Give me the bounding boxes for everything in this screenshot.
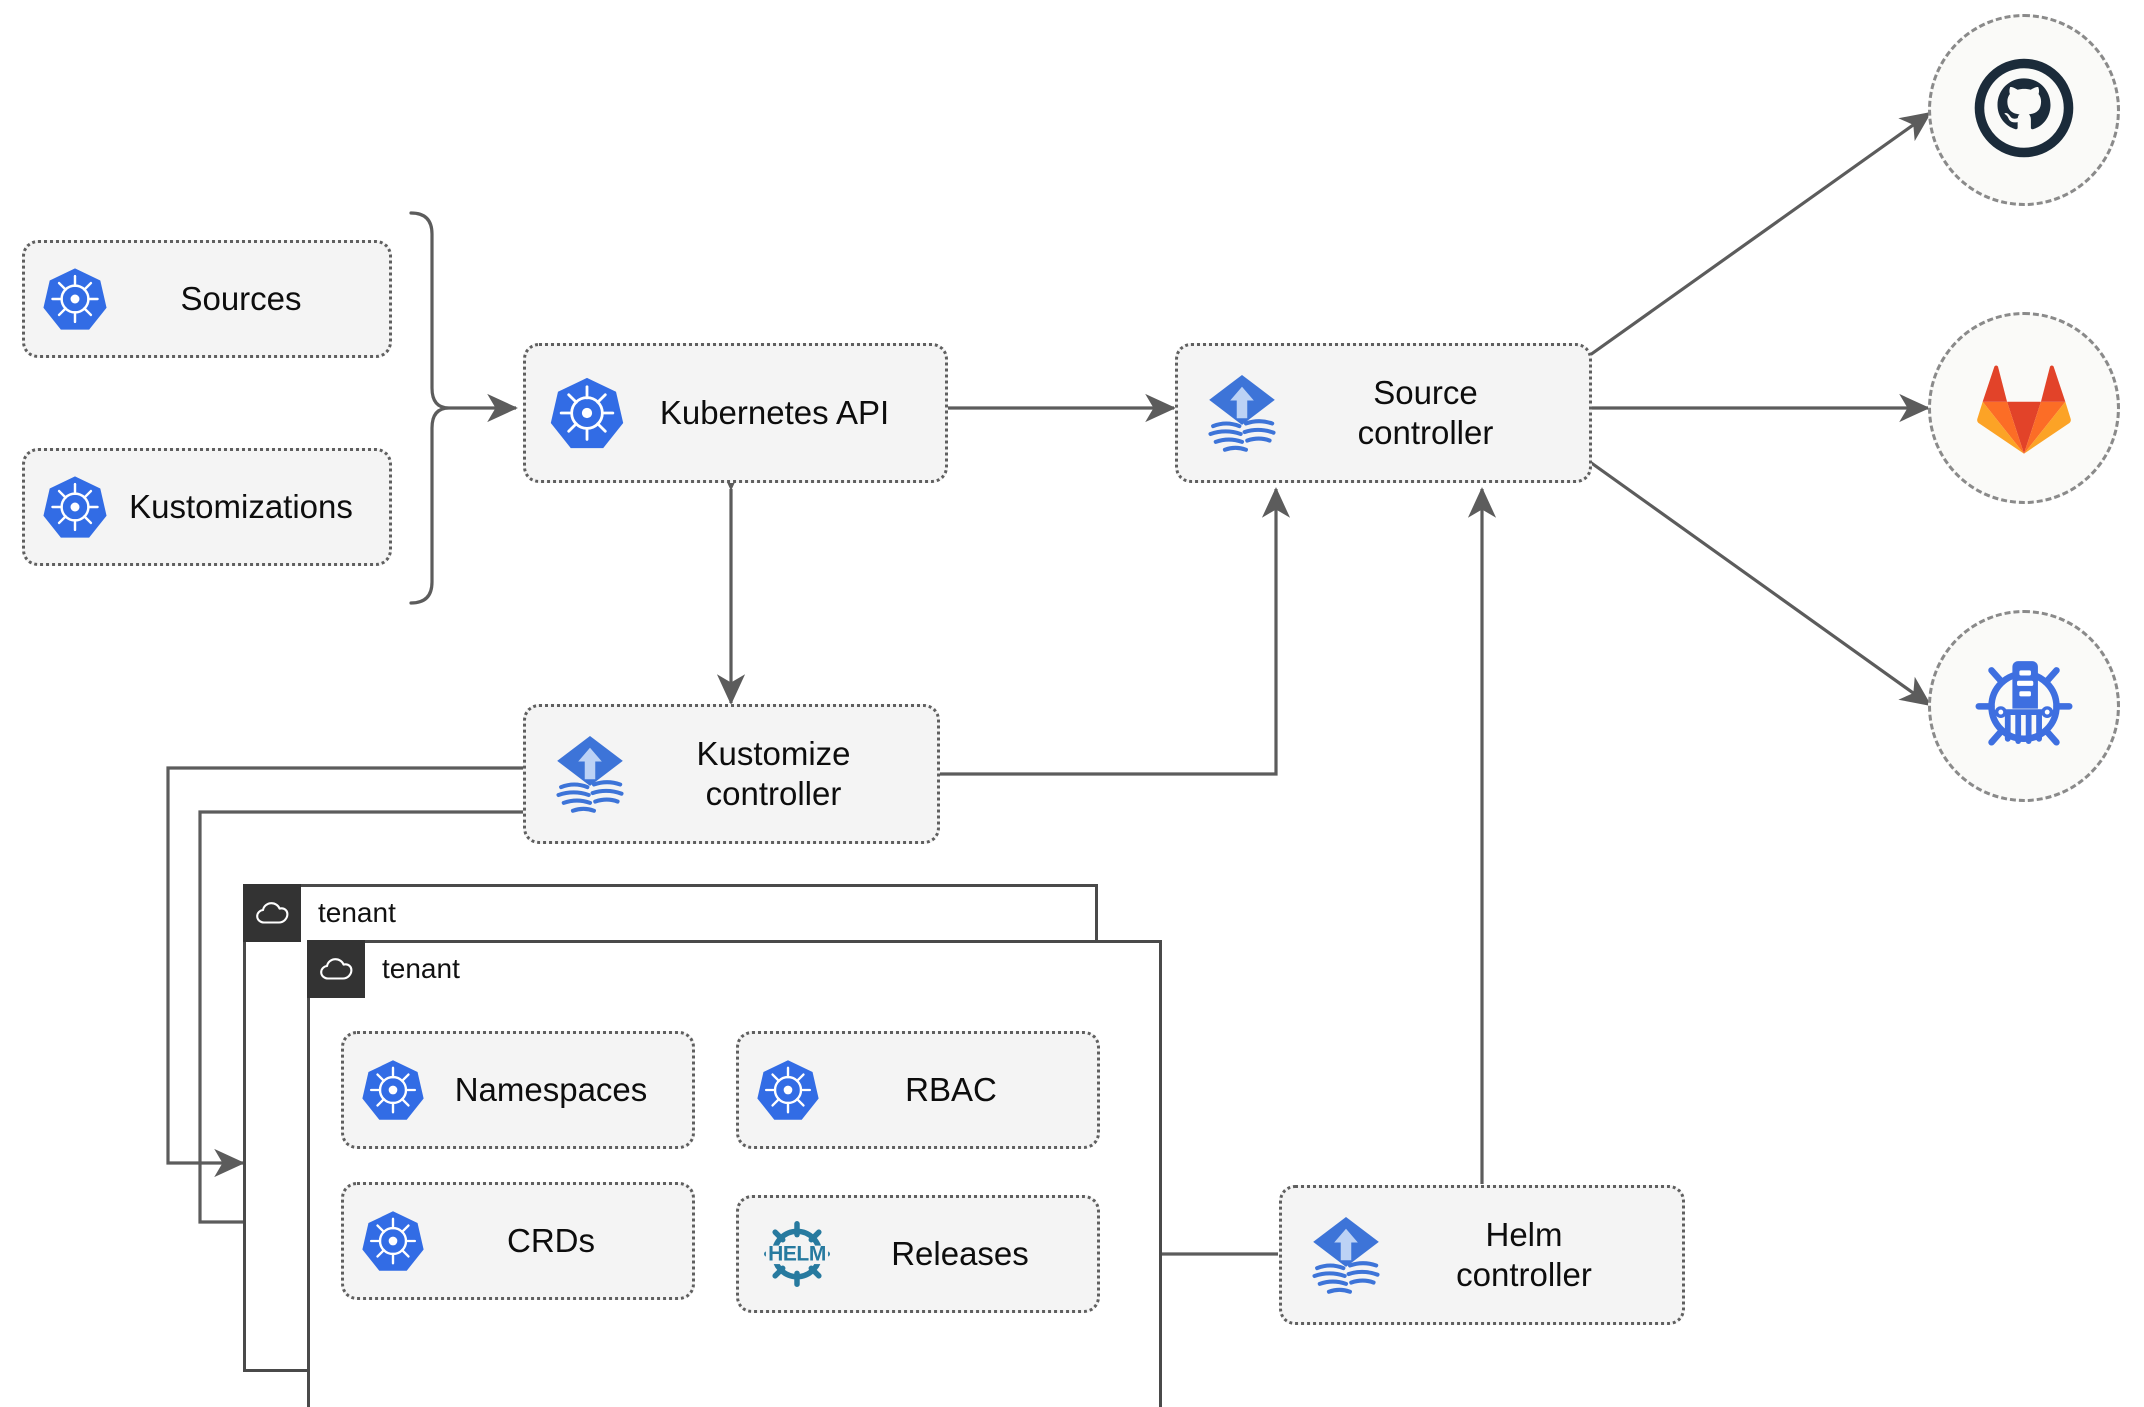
- edge-source-controller-to-bucket: [1589, 460, 1932, 707]
- tenant-label-inner: tenant: [382, 953, 460, 984]
- kubernetes-icon: [360, 1208, 426, 1274]
- flux-icon: [548, 732, 632, 816]
- node-label-helm-controller: Helm controller: [1456, 1215, 1592, 1293]
- github-icon: [1971, 55, 2077, 166]
- provider-gitlab[interactable]: [1928, 312, 2120, 504]
- gitlab-icon: [1971, 356, 2077, 461]
- kubernetes-icon: [41, 473, 109, 541]
- node-helm-controller[interactable]: Helm controller: [1279, 1185, 1685, 1325]
- edge-kustomize-controller-to-source-controller: [937, 487, 1291, 776]
- node-namespaces[interactable]: Namespaces: [341, 1031, 695, 1149]
- svg-text:HELM: HELM: [768, 1243, 826, 1266]
- helm-icon: HELM: [755, 1212, 839, 1296]
- node-kubernetes-api[interactable]: Kubernetes API: [523, 343, 948, 483]
- kubernetes-icon: [360, 1057, 426, 1123]
- edge-source-controller-to-github: [1589, 111, 1932, 357]
- node-label-source-controller: Source controller: [1357, 373, 1494, 451]
- provider-github[interactable]: [1928, 14, 2120, 206]
- kubernetes-icon: [755, 1057, 821, 1123]
- cloud-icon: [307, 940, 365, 998]
- node-releases[interactable]: HELM Releases: [736, 1195, 1100, 1313]
- node-kustomizations[interactable]: Kustomizations: [22, 448, 392, 566]
- provider-bucket[interactable]: [1928, 610, 2120, 802]
- node-label-kustomizations: Kustomizations: [129, 487, 353, 525]
- node-label-sources: Sources: [180, 279, 302, 317]
- flux-icon: [1200, 371, 1284, 455]
- tenant-container-inner: tenant: [307, 940, 1162, 1407]
- flux-icon: [1304, 1213, 1388, 1297]
- node-label-crds: CRDs: [507, 1221, 595, 1259]
- helm-repository-icon: [1966, 646, 2082, 767]
- cloud-icon: [243, 884, 301, 942]
- kubernetes-icon: [548, 374, 626, 452]
- node-label-namespaces: Namespaces: [454, 1070, 648, 1108]
- node-label-kubernetes-api: Kubernetes API: [659, 393, 890, 431]
- kubernetes-icon: [41, 265, 109, 333]
- node-label-rbac: RBAC: [905, 1070, 997, 1108]
- tenant-label-outer: tenant: [318, 897, 396, 928]
- node-kustomize-controller[interactable]: Kustomize controller: [523, 704, 940, 844]
- node-rbac[interactable]: RBAC: [736, 1031, 1100, 1149]
- group-brace: [409, 211, 450, 605]
- node-label-kustomize-controller: Kustomize controller: [696, 734, 851, 812]
- node-crds[interactable]: CRDs: [341, 1182, 695, 1300]
- node-source-controller[interactable]: Source controller: [1175, 343, 1592, 483]
- node-sources[interactable]: Sources: [22, 240, 392, 358]
- node-label-releases: Releases: [891, 1234, 1029, 1272]
